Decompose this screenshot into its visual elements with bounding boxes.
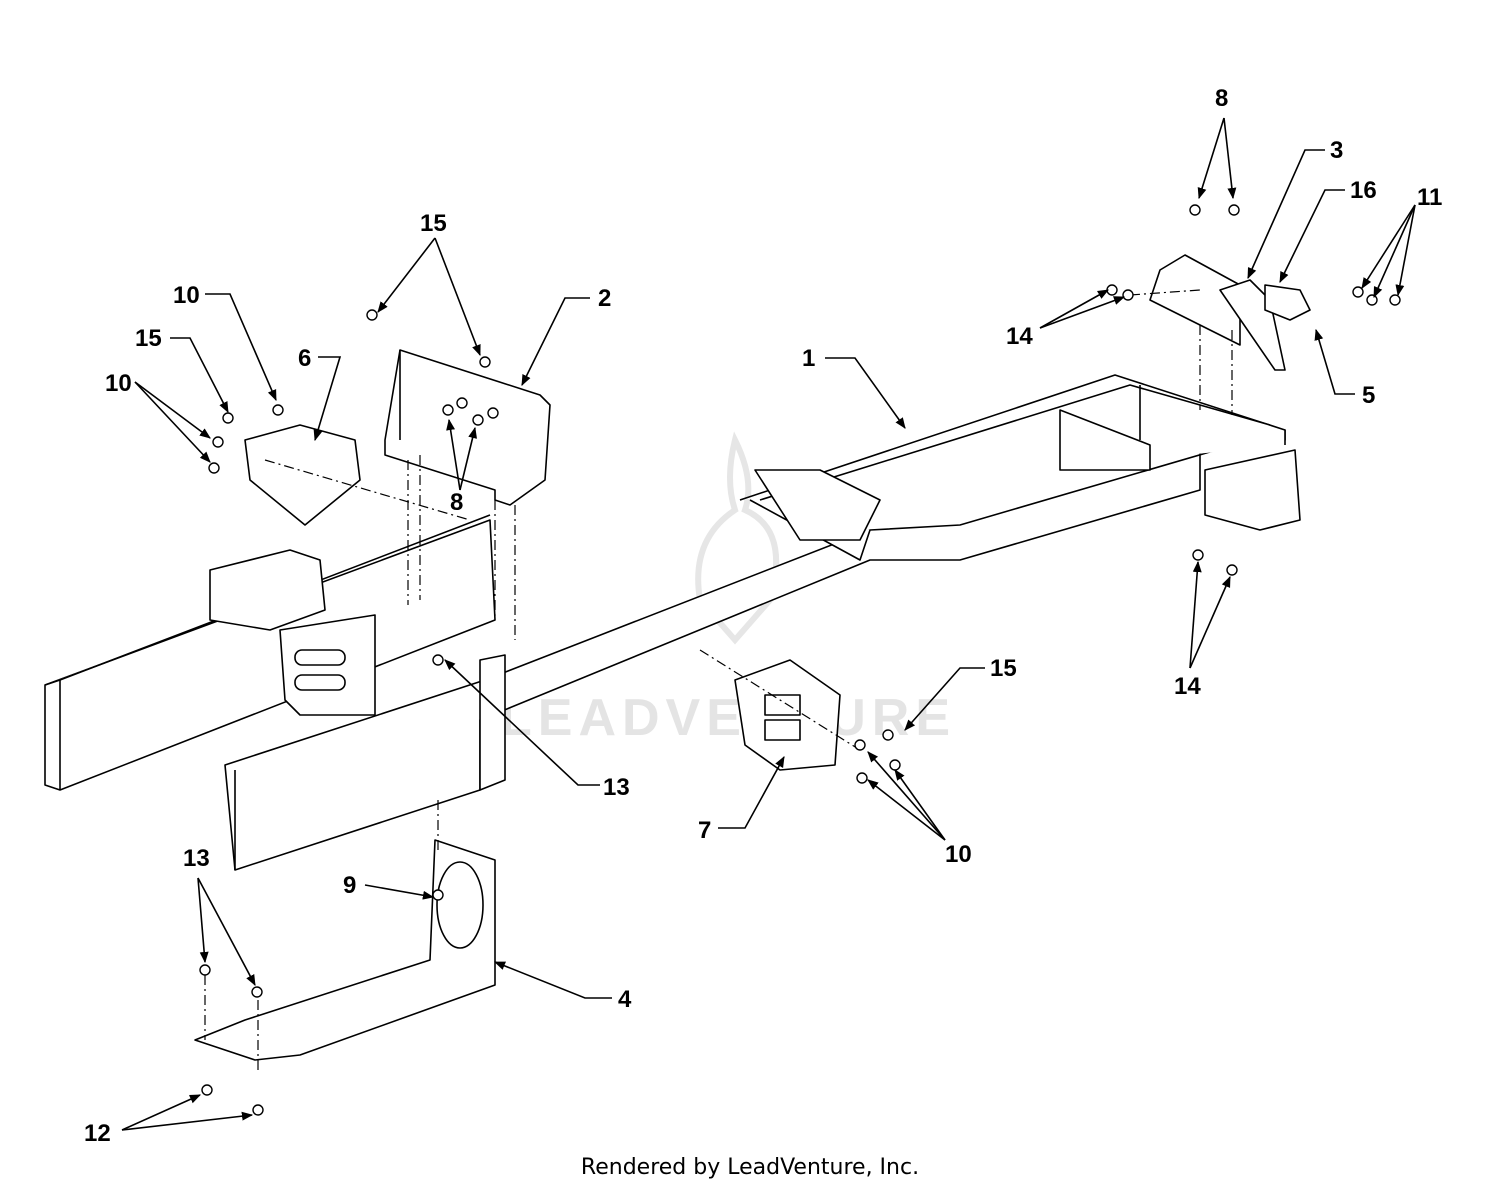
callout-10-lower: 10 [945,841,972,868]
callout-14-left: 14 [1006,323,1033,350]
callout-6: 6 [298,345,311,372]
callout-16: 16 [1350,177,1377,204]
callout-12: 12 [84,1120,111,1147]
frame-assembly [44,254,1311,1061]
watermark: LEADVENTURE [500,431,956,747]
left-frame-rail [44,519,496,791]
callout-14-right: 14 [1174,673,1201,700]
latch-16 [1264,284,1311,321]
bracket-2 [384,349,551,506]
callout-4: 4 [618,986,632,1013]
callout-2: 2 [598,285,611,312]
callout-9: 9 [343,872,356,899]
callout-5: 5 [1362,382,1375,409]
callout-labels: 1 2 3 4 5 6 7 8 8 9 10 10 10 11 12 13 13… [84,85,1442,1147]
assembly-lines [204,289,1233,1070]
fasteners [199,204,1401,1116]
callout-13-upper: 13 [603,774,630,801]
callout-3: 3 [1330,137,1343,164]
callout-10-left: 10 [105,370,132,397]
watermark-text: LEADVENTURE [500,689,956,747]
bracket-6 [244,424,361,526]
callout-7: 7 [698,817,711,844]
callout-10-upper: 10 [173,282,200,309]
callout-11: 11 [1417,184,1442,211]
callout-8-middle: 8 [450,489,463,516]
callout-8-top: 8 [1215,85,1228,112]
callout-15-right: 15 [990,655,1017,682]
footer-credit: Rendered by LeadVenture, Inc. [580,1155,920,1180]
callout-13-lower: 13 [183,845,210,872]
bracket-4 [194,839,496,1061]
leader-lines [121,117,1416,1131]
callout-15-top: 15 [420,210,447,237]
callout-1: 1 [802,345,815,372]
callout-15-left: 15 [135,325,162,352]
